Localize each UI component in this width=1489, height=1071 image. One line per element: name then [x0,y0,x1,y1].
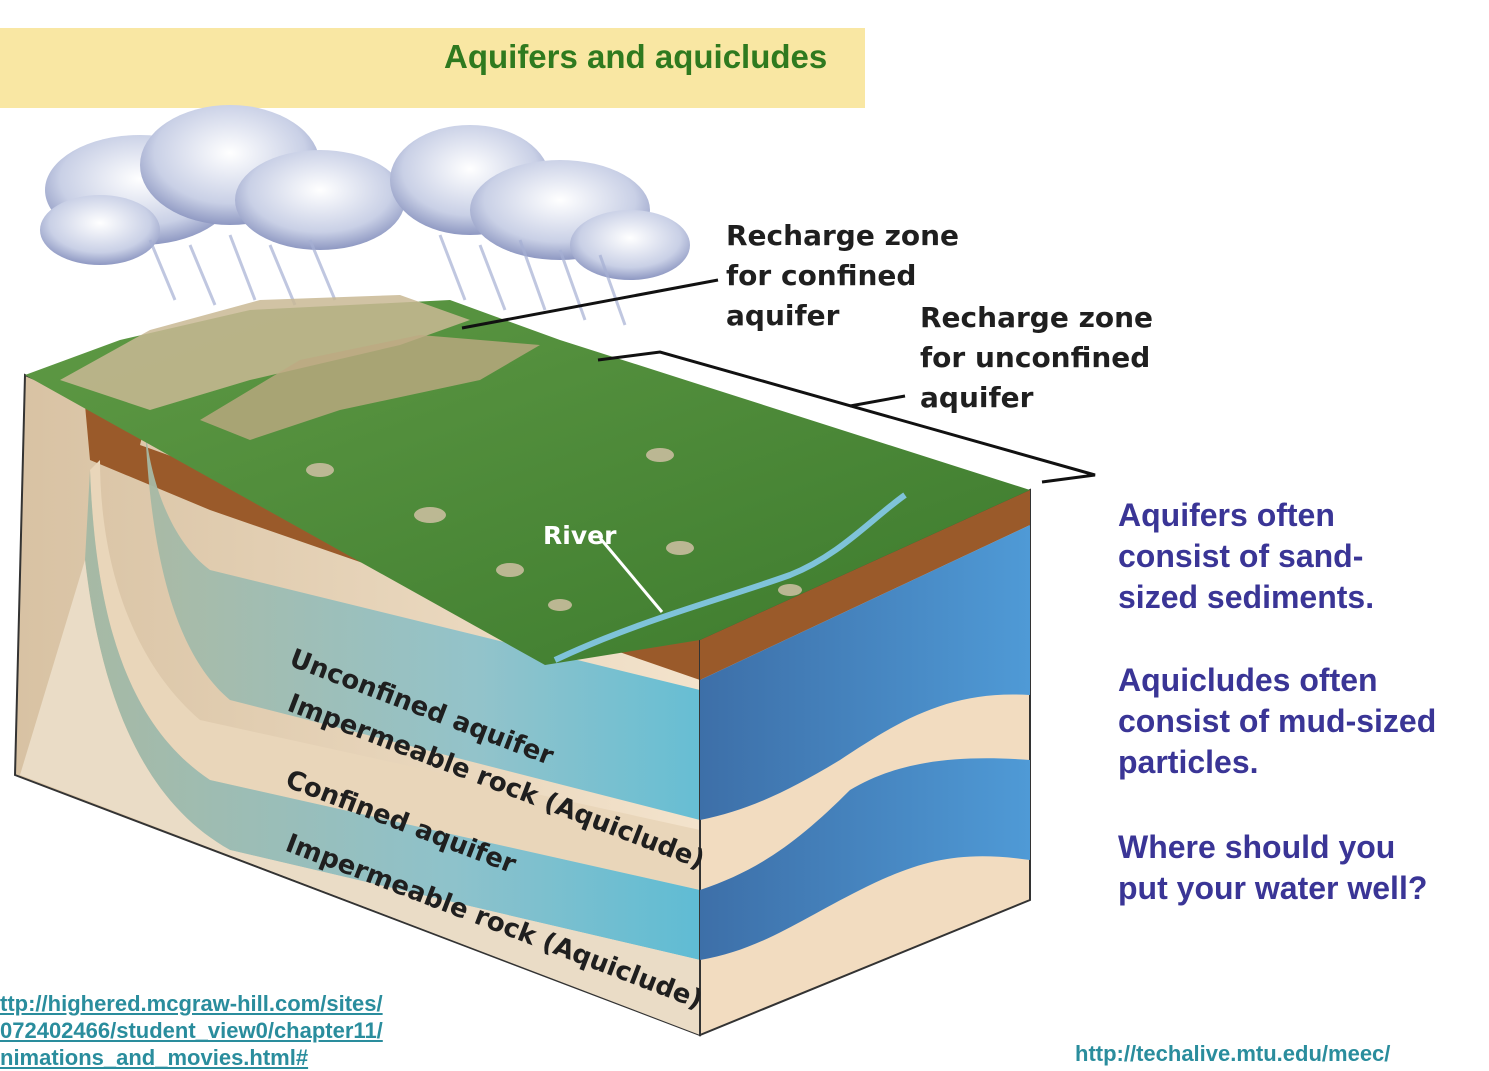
label-river: River [543,521,617,550]
callout-recharge-unconfined: Recharge zone for unconfined aquifer [920,301,1154,414]
source-link-techalive[interactable]: http://techalive.mtu.edu/meec/ [1075,1041,1391,1066]
page-title: Aquifers and aquicludes [444,38,828,75]
callout-recharge-confined: Recharge zone for confined aquifer [726,219,960,332]
rain-clouds [40,105,690,326]
title-banner [0,28,865,108]
note-aquifers: Aquifers often consist of sand- sized se… [1118,497,1375,615]
note-question: Where should you put your water well? [1118,829,1428,906]
source-link-mcgraw-hill[interactable]: ttp://highered.mcgraw-hill.com/sites/ 07… [0,991,383,1070]
note-aquicludes: Aquicludes often consist of mud-sized pa… [1118,662,1437,780]
block-side-face [699,488,1031,1037]
river-channel [553,492,907,663]
landscape-top [25,295,1030,665]
callout-lines [461,278,1096,613]
